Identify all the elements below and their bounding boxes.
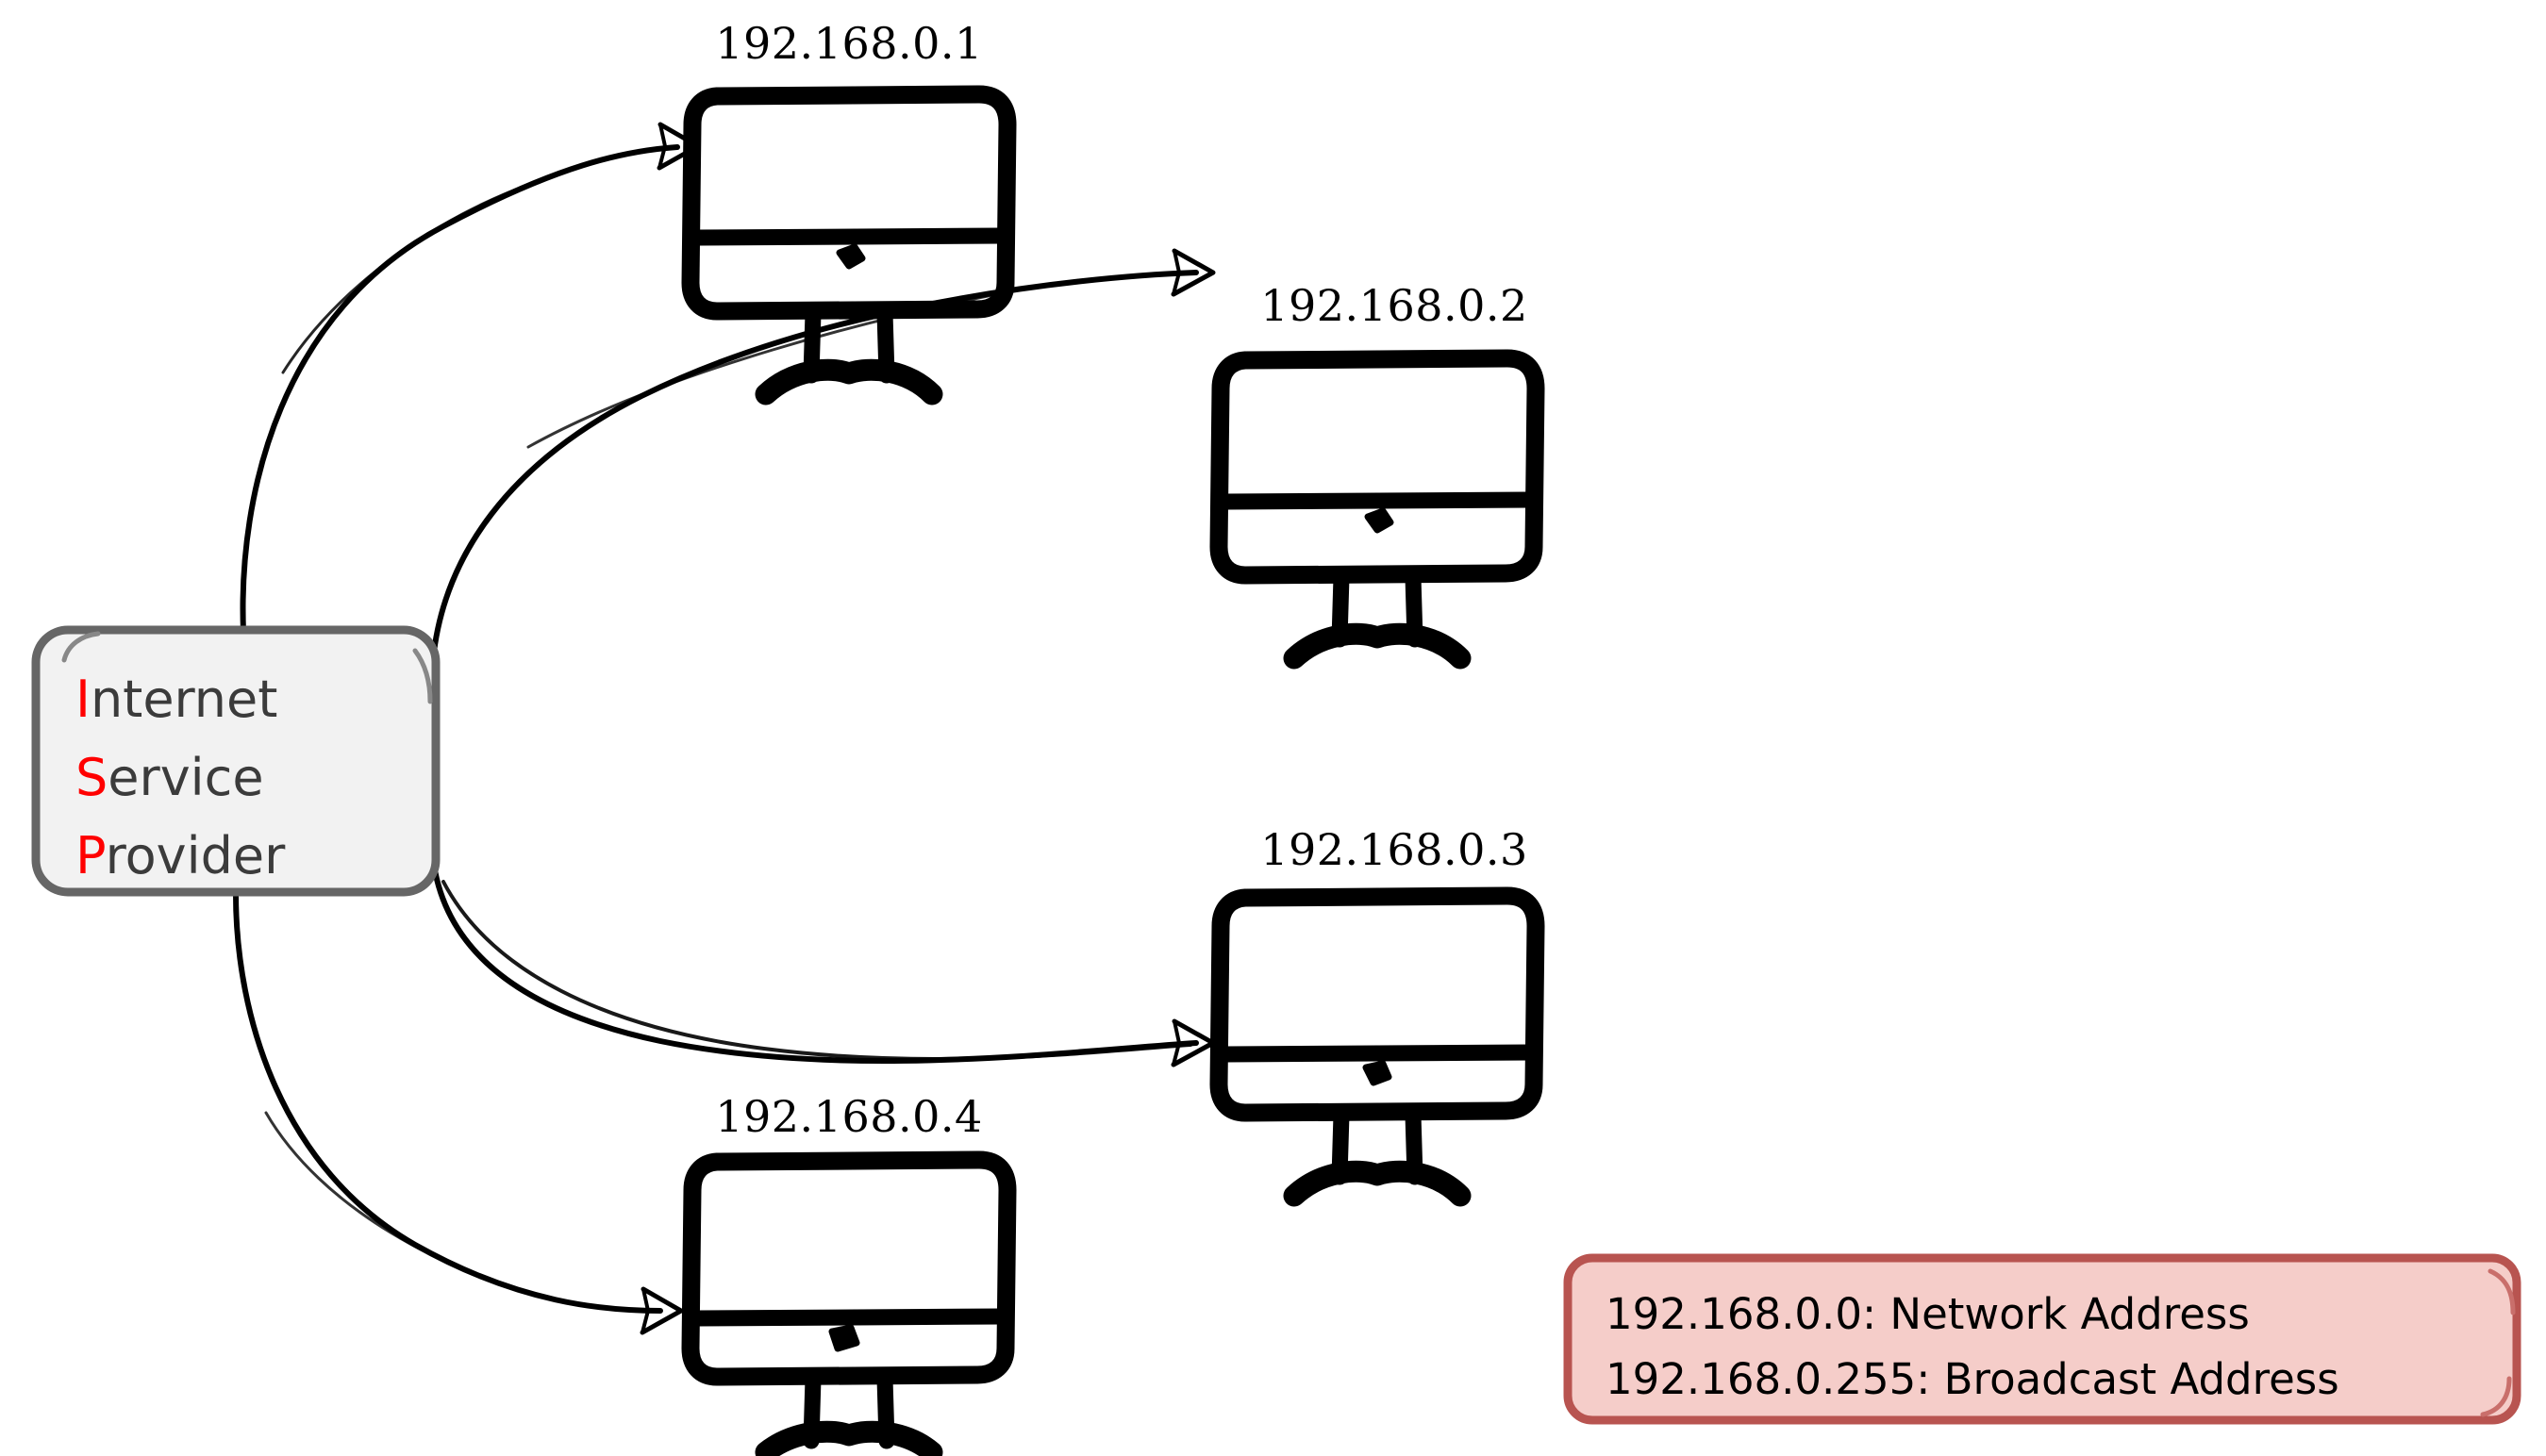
isp-line-2-cap: S bbox=[75, 748, 108, 807]
address-note[interactable]: 192.168.0.0: Network Address 192.168.0.2… bbox=[1563, 1253, 2521, 1425]
connector-isp-to-host-3[interactable] bbox=[430, 855, 1216, 1067]
isp-line-1-rest: nternet bbox=[91, 670, 278, 729]
isp-line-2: Service bbox=[75, 748, 264, 807]
monitor-icon-4 bbox=[681, 1150, 1017, 1456]
note-line-2: 192.168.0.255: Broadcast Address bbox=[1606, 1354, 2339, 1404]
isp-line-3: Provider bbox=[75, 826, 286, 885]
isp-line-3-cap: P bbox=[75, 826, 106, 885]
host-1-ip-label: 192.168.0.1 bbox=[715, 18, 983, 69]
isp-node[interactable]: Internet Service Provider bbox=[31, 625, 441, 897]
host-3-ip-label: 192.168.0.3 bbox=[1260, 824, 1528, 875]
monitor-icon-3 bbox=[1209, 886, 1545, 1207]
host-node-2[interactable]: 192.168.0.2 bbox=[1209, 280, 1545, 670]
monitor-icon-1 bbox=[681, 85, 1017, 405]
note-box-shape bbox=[1563, 1253, 2521, 1425]
host-node-4[interactable]: 192.168.0.4 bbox=[681, 1091, 1017, 1456]
connector-isp-to-host-4[interactable] bbox=[233, 891, 684, 1335]
isp-line-3-rest: rovider bbox=[106, 826, 287, 885]
host-2-ip-label: 192.168.0.2 bbox=[1260, 280, 1528, 331]
isp-line-1-cap: I bbox=[75, 670, 91, 729]
connector-isp-to-host-1[interactable] bbox=[240, 122, 701, 635]
host-node-1[interactable]: 192.168.0.1 bbox=[681, 18, 1017, 405]
isp-line-2-rest: ervice bbox=[108, 748, 263, 807]
connector-group bbox=[233, 122, 1216, 1335]
connector-isp-to-host-2[interactable] bbox=[430, 248, 1216, 663]
note-line-1: 192.168.0.0: Network Address bbox=[1606, 1289, 2250, 1339]
note-box-sketch-accent bbox=[2480, 1268, 2516, 1417]
host-4-ip-label: 192.168.0.4 bbox=[715, 1091, 983, 1142]
isp-line-1: Internet bbox=[75, 670, 277, 729]
host-node-3[interactable]: 192.168.0.3 bbox=[1209, 824, 1545, 1207]
isp-box-shape bbox=[31, 625, 441, 897]
isp-box-sketch-accent bbox=[61, 631, 433, 704]
monitor-icon-2 bbox=[1209, 349, 1545, 670]
